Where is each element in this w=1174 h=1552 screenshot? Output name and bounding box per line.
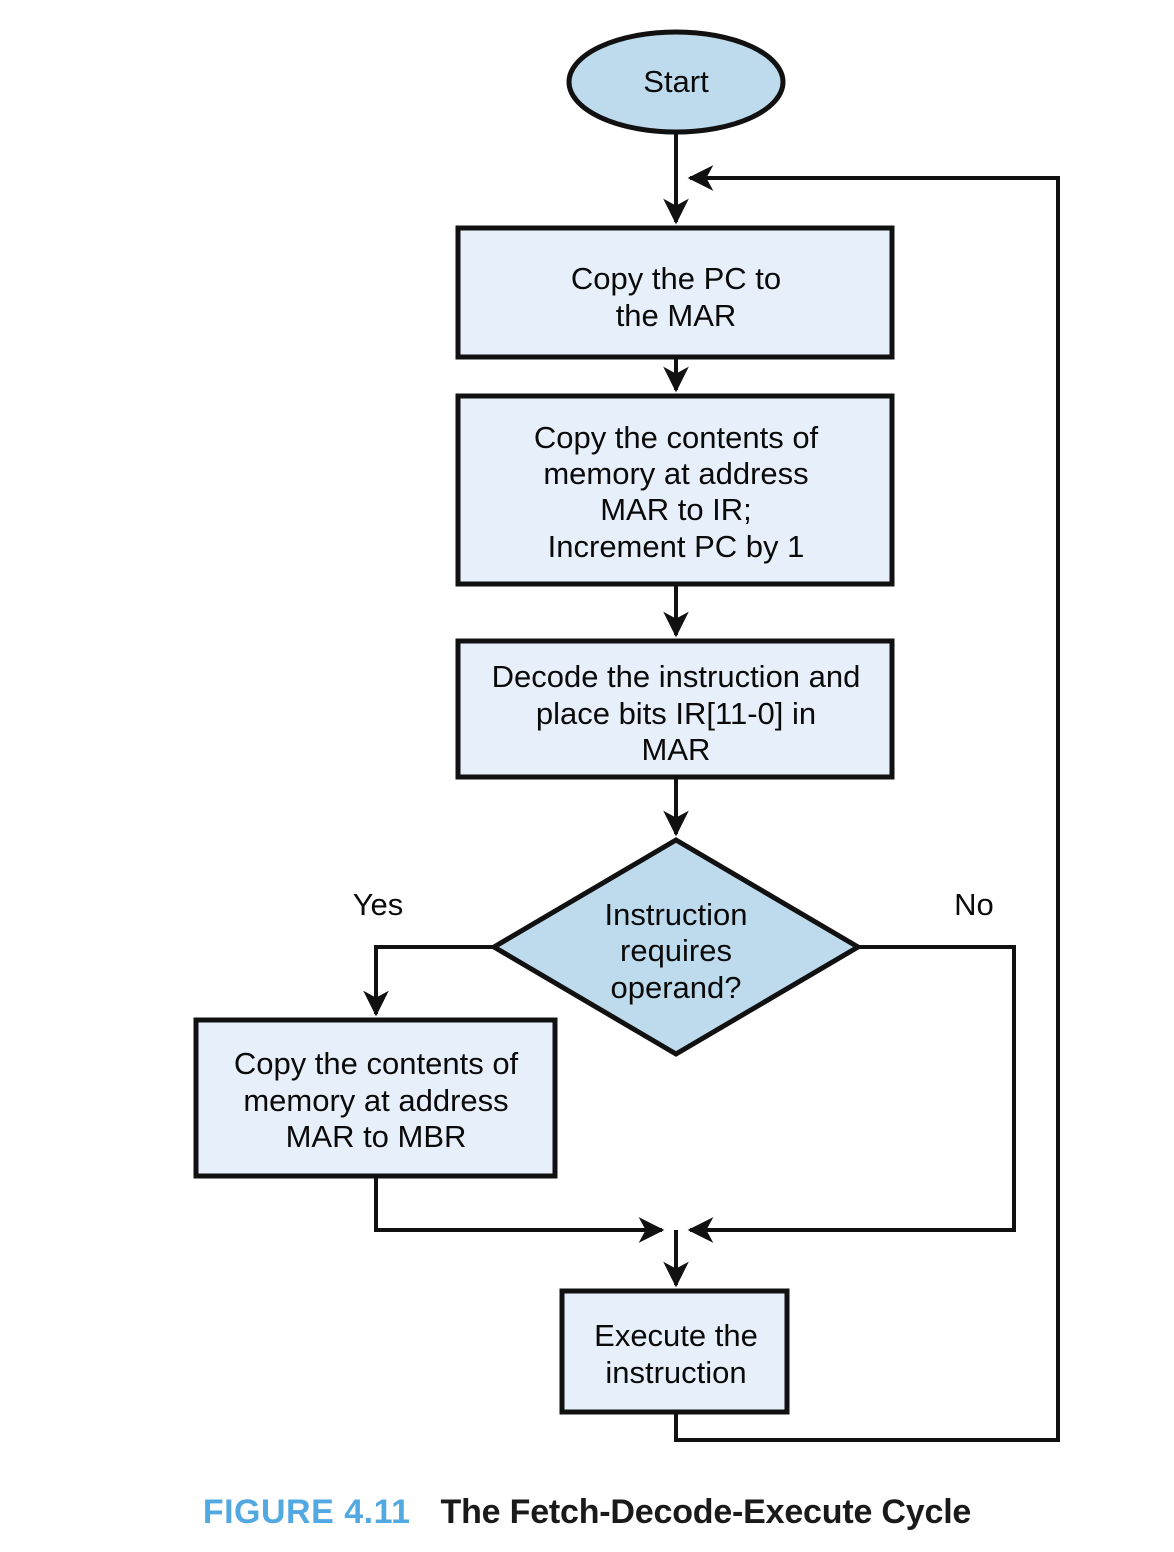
node-execute-instruction[interactable]: Execute the instruction	[559, 1288, 790, 1415]
node-copy-memory-to-ir-line-3: MAR to IR;	[600, 492, 752, 527]
edge-label-yes: Yes	[353, 887, 404, 922]
node-copy-pc-to-mar[interactable]: Copy the PC to the MAR	[455, 225, 895, 360]
node-start-label: Start	[643, 64, 709, 99]
node-copy-memory-to-mbr-line-1: Copy the contents of	[234, 1046, 519, 1081]
figure-caption: FIGURE 4.11 The Fetch-Decode-Execute Cyc…	[0, 1484, 1174, 1540]
node-copy-memory-to-mbr-line-3: MAR to MBR	[286, 1119, 467, 1154]
edge-mbr-to-merge	[374, 1176, 665, 1243]
node-decode-instruction[interactable]: Decode the instruction and place bits IR…	[455, 638, 895, 780]
node-decode-instruction-line-1: Decode the instruction and	[492, 659, 861, 694]
node-copy-pc-to-mar-line-2: the MAR	[616, 298, 737, 333]
edge-label-no: No	[954, 887, 994, 922]
node-copy-memory-to-ir-line-4: Increment PC by 1	[548, 529, 805, 564]
figure-title-label: The Fetch-Decode-Execute Cycle	[440, 1492, 972, 1531]
node-decode-instruction-line-2: place bits IR[11-0] in	[536, 696, 816, 731]
node-execute-instruction-line-2: instruction	[605, 1355, 746, 1390]
node-copy-memory-to-ir-line-2: memory at address	[543, 456, 808, 491]
figure-number-label: FIGURE 4.11	[202, 1492, 411, 1531]
edge-execute-loop-back	[674, 165, 1060, 1442]
node-requires-operand-line-3: operand?	[610, 970, 741, 1005]
node-copy-pc-to-mar-line-1: Copy the PC to	[571, 261, 781, 296]
edge-decision-yes	[363, 945, 494, 1017]
node-requires-operand-line-1: Instruction	[604, 897, 747, 932]
node-copy-memory-to-mbr[interactable]: Copy the contents of memory at address M…	[193, 1017, 558, 1179]
node-copy-memory-to-ir[interactable]: Copy the contents of memory at address M…	[455, 393, 895, 587]
node-decode-instruction-line-3: MAR	[642, 732, 711, 767]
node-requires-operand-line-2: requires	[620, 933, 732, 968]
node-copy-memory-to-mbr-line-2: memory at address	[243, 1083, 508, 1118]
node-execute-instruction-line-1: Execute the	[594, 1318, 758, 1353]
node-start[interactable]: Start	[566, 29, 786, 135]
node-copy-memory-to-ir-line-1: Copy the contents of	[534, 420, 819, 455]
edge-decision-no	[687, 945, 1016, 1243]
node-requires-operand[interactable]: Instruction requires operand?	[489, 837, 863, 1057]
